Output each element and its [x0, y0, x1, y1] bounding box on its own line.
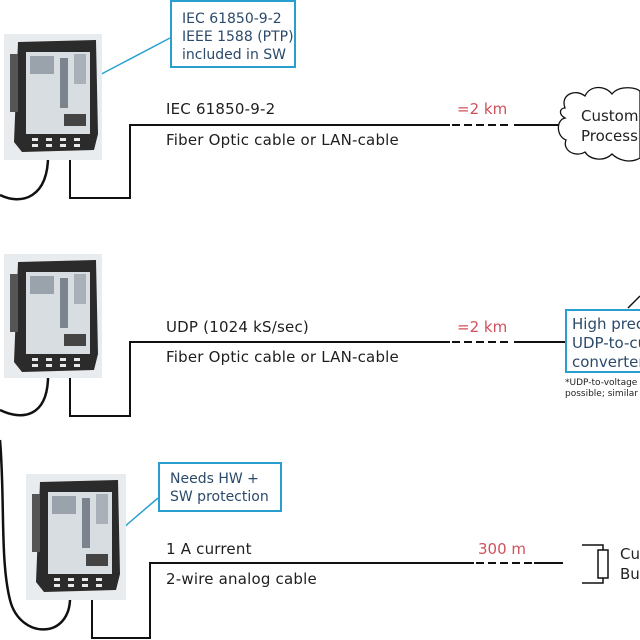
endpoint-2-pointer — [627, 295, 640, 309]
row-3-cable — [91, 562, 474, 639]
distance-label-row-1: =2 km — [457, 100, 508, 118]
controller-box-icon — [32, 480, 120, 592]
protocol-label-row-3: 1 A current — [166, 540, 252, 558]
cable-label-row-2: Fiber Optic cable or LAN-cable — [166, 348, 399, 366]
endpoint-line: Custome — [581, 107, 640, 125]
endpoint-line: converter — [572, 353, 640, 371]
endpoint-line: High prec — [572, 315, 640, 333]
device-image-3 — [26, 474, 126, 600]
callout-line: SW protection — [170, 489, 269, 505]
device-image-1 — [4, 34, 102, 160]
footnote-line: *UDP-to-voltage — [565, 378, 638, 388]
callout-line: IEC 61850-9-2 — [182, 11, 282, 27]
row-2-cable — [69, 341, 450, 417]
device-3-loop-cable — [0, 439, 72, 631]
endpoint-cloud-row-1: Custome Process — [581, 106, 640, 146]
device-1-loop-cable — [0, 149, 50, 201]
distance-label-row-2: =2 km — [457, 318, 508, 336]
cable-label-row-3: 2-wire analog cable — [166, 570, 317, 588]
endpoint-line: UDP-to-cu — [572, 334, 640, 352]
device-image-2 — [4, 254, 102, 378]
distance-label-row-3: 300 m — [478, 540, 527, 558]
callout-line: included in SW — [182, 47, 287, 63]
row-1-cable — [69, 124, 450, 199]
cloud-icon — [557, 86, 640, 162]
callout-line: Needs HW + — [170, 471, 259, 487]
footnote-line: possible; similar — [565, 389, 638, 399]
cable-label-row-1: Fiber Optic cable or LAN-cable — [166, 131, 399, 149]
protocol-label-row-1: IEC 61850-9-2 — [166, 100, 276, 118]
endpoint-load-row-3: Cu Bu — [620, 544, 640, 584]
resistor-icon — [582, 544, 609, 584]
endpoint-converter-row-2: High prec UDP-to-cu converter — [565, 309, 640, 373]
callout-row-3: Needs HW + SW protection — [158, 462, 282, 512]
endpoint-line: Process — [581, 127, 638, 145]
endpoint-line: Bu — [620, 565, 640, 583]
device-2-loop-cable — [0, 369, 50, 417]
protocol-label-row-2: UDP (1024 kS/sec) — [166, 318, 309, 336]
footnote-row-2: *UDP-to-voltage possible; similar — [565, 378, 638, 400]
callout-row-1: IEC 61850-9-2 IEEE 1588 (PTP) included i… — [170, 0, 296, 68]
controller-box-icon — [10, 260, 98, 372]
endpoint-line: Cu — [620, 545, 640, 563]
callout-line: IEEE 1588 (PTP) — [182, 29, 294, 45]
controller-box-icon — [10, 40, 98, 152]
